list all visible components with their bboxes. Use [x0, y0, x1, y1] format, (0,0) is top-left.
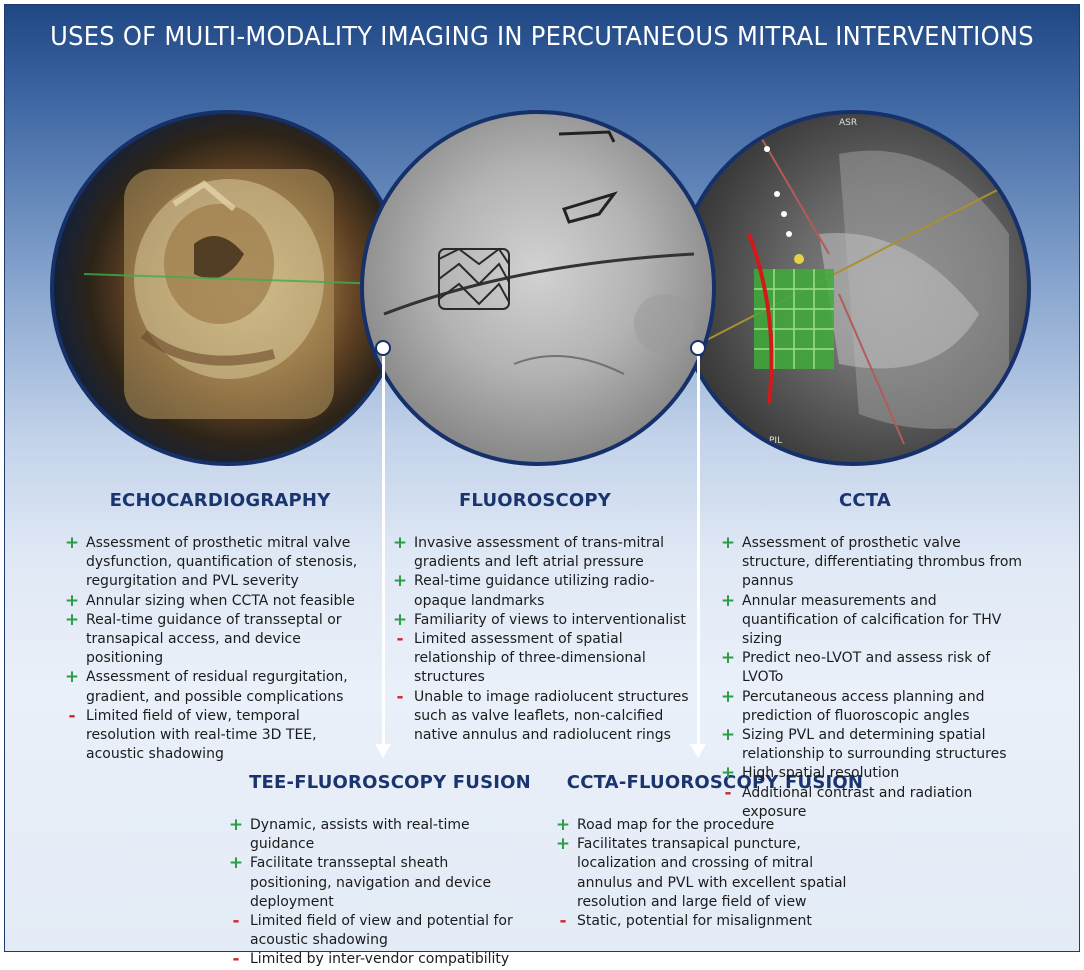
list-item: + Annular sizing when CCTA not feasible — [64, 590, 370, 611]
list-item-text: Invasive assessment of trans-mitral grad… — [414, 535, 665, 571]
list-item: + Predict neo-LVOT and assess risk of LVO… — [720, 649, 1032, 687]
minus-icon: - — [396, 629, 404, 650]
echo-image-art — [83, 169, 385, 419]
plus-icon: + — [720, 725, 736, 746]
ccta-list: + Assessment of prosthetic valve structur… — [720, 533, 1032, 822]
list-item-text: Road map for the procedure — [577, 817, 775, 833]
plus-icon: + — [720, 533, 736, 553]
list-item-text: Static, potential for misalignment — [577, 913, 812, 930]
ccta-heading: CCTA — [838, 490, 892, 511]
list-item-text: Predict neo-LVOT and assess risk of LVOT… — [742, 650, 991, 686]
list-item-text: Additional contrast and radiation exposu… — [742, 784, 973, 820]
list-item-text: Facilitates transapical puncture, locali… — [577, 836, 847, 910]
list-item: + Facilitates transapical puncture, local… — [555, 835, 865, 912]
list-item-text: Assessment of residual regurgitation, gr… — [86, 669, 348, 705]
right-connector-dot — [690, 340, 706, 356]
fluoro-heading: FLUOROSCOPY — [458, 490, 612, 511]
list-item-text: High spatial resolution — [742, 765, 900, 782]
right-connector-arrow-line — [697, 356, 700, 744]
plus-icon: + — [392, 571, 408, 592]
list-item-text: Limited assessment of spatial relationsh… — [414, 631, 646, 686]
list-item: + Invasive assessment of trans-mitral gra… — [392, 533, 694, 572]
list-item: + Sizing PVL and determining spatial rela… — [720, 725, 1032, 764]
list-item-text: Dynamic, assists with real-time guidance — [250, 817, 470, 853]
ccta-image-art — [698, 133, 1010, 445]
list-item: -Limited field of view and potential for… — [228, 911, 528, 950]
list-item-text: Percutaneous access planning and predict… — [742, 688, 985, 724]
plus-icon: + — [228, 815, 244, 835]
tee-fusion-heading: TEE-FLUOROSCOPY FUSION — [249, 772, 531, 793]
list-item: -Additional contrast and radiation expos… — [720, 782, 1032, 822]
left-connector-arrow-head — [375, 744, 391, 758]
plus-icon: + — [64, 667, 80, 688]
figure-title: USES OF MULTI-MODALITY IMAGING IN PERCUT… — [50, 22, 1034, 52]
plus-icon: + — [392, 533, 408, 553]
echo-list: + Assessment of prosthetic mitral valve d… — [64, 533, 370, 765]
list-item-text: Annular sizing when CCTA not feasible — [86, 592, 355, 609]
list-item: -Unable to image radiolucent structures … — [392, 686, 694, 746]
list-item-text: Assessment of prosthetic mitral valve dy… — [86, 535, 358, 590]
list-item: -Limited assessment of spatial relations… — [392, 629, 694, 688]
plus-icon: + — [64, 590, 80, 611]
plus-icon: + — [720, 686, 736, 707]
tee-fusion-list: + Dynamic, assists with real-time guidanc… — [228, 815, 528, 970]
minus-icon: - — [724, 782, 732, 803]
ccta-label-top: ASR — [839, 118, 858, 128]
minus-icon: - — [559, 911, 567, 932]
list-item: + Real-time guidance utilizing radio-opaq… — [392, 572, 694, 610]
list-item: + Percutaneous access planning and predic… — [720, 686, 1032, 726]
list-item: -Limited by inter-vendor compatibility — [228, 950, 528, 969]
list-item-text: Limited by inter-vendor compatibility — [250, 951, 510, 968]
list-item-text: Facilitate transseptal sheath positionin… — [250, 855, 492, 910]
plus-icon: + — [392, 609, 408, 630]
list-item: + Facilitate transseptal sheath positioni… — [228, 854, 528, 912]
minus-icon: - — [232, 949, 240, 970]
plus-icon: + — [555, 834, 571, 855]
plus-icon: + — [720, 648, 736, 669]
minus-icon: - — [68, 705, 76, 726]
ccta-fusion-list: + Road map for the procedure + Facilitates … — [555, 815, 865, 932]
list-item: + Dynamic, assists with real-time guidanc… — [228, 815, 528, 854]
fluoroscopy-image — [360, 110, 716, 466]
plus-icon: + — [720, 763, 736, 784]
echo-image — [50, 110, 406, 466]
list-item: -Static, potential for misalignment — [555, 911, 865, 932]
ccta-fusion-heading: CCTA-FLUOROSCOPY FUSION — [566, 772, 864, 793]
plus-icon: + — [228, 853, 244, 874]
minus-icon: - — [232, 911, 240, 932]
left-connector-arrow-line — [382, 356, 385, 744]
list-item: + Assessment of prosthetic mitral valve d… — [64, 533, 370, 592]
list-item-text: Sizing PVL and determining spatial relat… — [742, 727, 1007, 763]
list-item-text: Limited field of view and potential for … — [250, 913, 513, 949]
list-item-text: Real-time guidance utilizing radio-opaqu… — [414, 573, 655, 609]
list-item: + Road map for the procedure — [555, 815, 865, 835]
right-connector-arrow-head — [690, 744, 706, 758]
list-item-text: Unable to image radiolucent structures s… — [414, 688, 689, 744]
list-item: -Limited field of view, temporal resolut… — [64, 705, 370, 765]
ccta-image: ASR PIL — [675, 110, 1031, 466]
plus-icon: + — [64, 533, 80, 553]
list-item-text: Real-time guidance of transseptal or tra… — [86, 611, 342, 667]
left-connector-dot — [375, 340, 391, 356]
plus-icon: + — [64, 609, 80, 630]
minus-icon: - — [396, 686, 404, 707]
list-item-text: Limited field of view, temporal resoluti… — [86, 707, 317, 763]
echo-heading: ECHOCARDIOGRAPHY — [109, 490, 331, 511]
fluoroscopy-image-art — [383, 130, 695, 375]
list-item-text: Assessment of prosthetic valve structure… — [742, 535, 1023, 590]
list-item: + Assessment of prosthetic valve structur… — [720, 533, 1032, 592]
list-item: + Annular measurements and quantification… — [720, 590, 1032, 650]
list-item-text: Familiarity of views to interventionalis… — [414, 611, 686, 628]
list-item: + Assessment of residual regurgitation, g… — [64, 668, 370, 706]
list-item-text: Annular measurements and quantification … — [742, 592, 1002, 648]
fluoro-list: + Invasive assessment of trans-mitral gra… — [392, 533, 694, 746]
list-item: + Familiarity of views to interventionali… — [392, 609, 694, 630]
plus-icon: + — [555, 815, 571, 835]
ccta-label-bottom: PIL — [769, 436, 783, 446]
list-item: + Real-time guidance of transseptal or tr… — [64, 609, 370, 669]
plus-icon: + — [720, 590, 736, 611]
list-item: + High spatial resolution — [720, 764, 1032, 783]
